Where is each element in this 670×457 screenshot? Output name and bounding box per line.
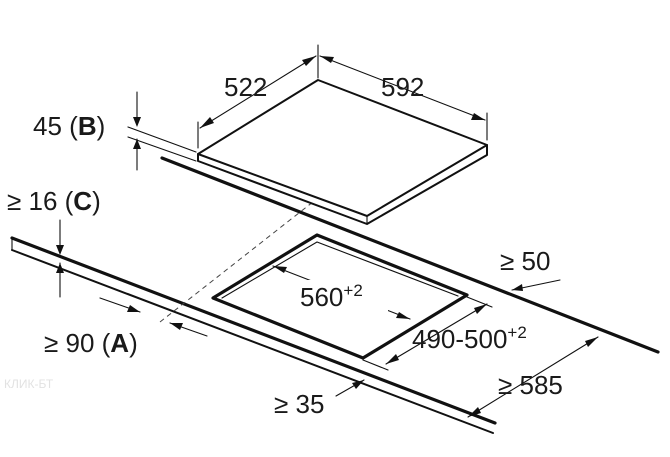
label-worktop-depth: ≥ 585: [498, 370, 563, 400]
dimension-worktop-thickness: [56, 219, 64, 298]
dimension-wall-clearance: [511, 279, 561, 291]
label-hob-thickness: 45 (B): [33, 111, 105, 141]
watermark: КЛИК-БТ: [4, 377, 54, 391]
label-bg-cutout-width: [296, 280, 388, 312]
label-wall-clearance: ≥ 50: [500, 246, 550, 276]
label-front-edge: ≥ 90 (A): [44, 328, 138, 358]
dimension-worktop-depth: [467, 336, 599, 418]
label-worktop-thickness: ≥ 16 (C): [7, 186, 101, 216]
worktop-cutout: [211, 233, 469, 360]
projection-line: [159, 197, 319, 323]
label-hob-width: 592: [381, 72, 424, 102]
label-cutout-width: 560+2: [300, 281, 363, 312]
dimension-cutout-depth: [362, 296, 493, 371]
label-hob-depth: 522: [224, 72, 267, 102]
hob-panel: [197, 79, 488, 225]
dimension-hob-thickness: [127, 91, 197, 171]
worktop: [10, 156, 660, 434]
label-cutout-depth: 490-500+2: [412, 323, 527, 354]
dimension-rear-distance: [335, 379, 365, 397]
dimension-hob-size: [197, 44, 488, 149]
dimension-front-edge: [99, 297, 208, 337]
label-rear-distance: ≥ 35: [274, 389, 324, 419]
